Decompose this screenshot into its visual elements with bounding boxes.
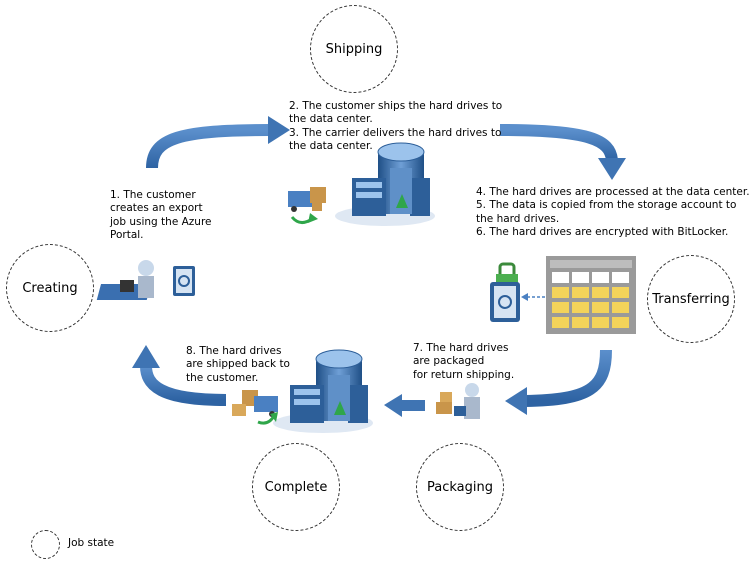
state-label: Complete [264,479,328,495]
step-line: the data center. [289,113,373,126]
truck-icon-bottom [232,390,278,425]
truck-icon [288,187,326,224]
step-2-3-text: 2. The customer ships the hard drives to… [289,100,502,154]
state-creating: Creating [6,244,94,332]
step-7-text: 7. The hard drives are packaged for retu… [413,342,514,382]
arrow-shipping-to-transferring [499,124,626,180]
copy-arrow [521,293,545,301]
encrypted-drive-icon [490,262,520,322]
step-line: Portal. [110,229,144,242]
state-transferring: Transferring [647,255,735,343]
step-line: 4. The hard drives are processed at the … [476,186,750,198]
state-complete: Complete [252,443,340,531]
step-line: 7. The hard drives [413,342,509,354]
packaging-worker-icon [436,383,480,419]
step-line: job using the Azure [110,215,212,228]
step-line: are packaged [413,355,485,368]
hard-drive-icon-left [173,266,195,296]
state-label: Creating [22,280,78,296]
step-line: 2. The customer ships the hard drives to [289,100,503,112]
arrow-complete-to-creating [132,345,227,406]
storage-table-icon [546,256,636,334]
legend-job-state-symbol [31,530,60,559]
step-line: for return shipping. [413,368,515,381]
step-line: are shipped back to [186,358,290,371]
step-line: the customer. [186,371,259,384]
step-8-text: 8. The hard drives are shipped back to t… [186,345,290,385]
state-label: Shipping [325,41,383,57]
step-line: 5. The data is copied from the storage a… [476,199,737,212]
state-label: Transferring [652,291,730,307]
step-4-6-text: 4. The hard drives are processed at the … [476,186,750,240]
step-line: 3. The carrier delivers the hard drives … [289,126,502,139]
step-line: 6. The hard drives are encrypted with Bi… [476,226,729,239]
state-shipping: Shipping [310,5,398,93]
step-line: 8. The hard drives [186,345,282,357]
step-line: creates an export [110,202,203,215]
step-line: 1. The customer [110,189,196,201]
arrow-transferring-to-packaging [505,349,612,415]
datacenter-icon-bottom [273,349,373,433]
step-line: the data center. [289,140,373,153]
state-packaging: Packaging [416,443,504,531]
arrow-creating-to-shipping [146,116,290,169]
arrow-packaging-to-complete [384,394,425,417]
step-1-text: 1. The customer creates an export job us… [110,189,212,243]
state-label: Packaging [427,479,493,495]
step-line: the hard drives. [476,212,560,225]
customer-icon [96,260,154,300]
datacenter-icon [335,142,435,226]
legend-label: Job state [68,537,115,549]
